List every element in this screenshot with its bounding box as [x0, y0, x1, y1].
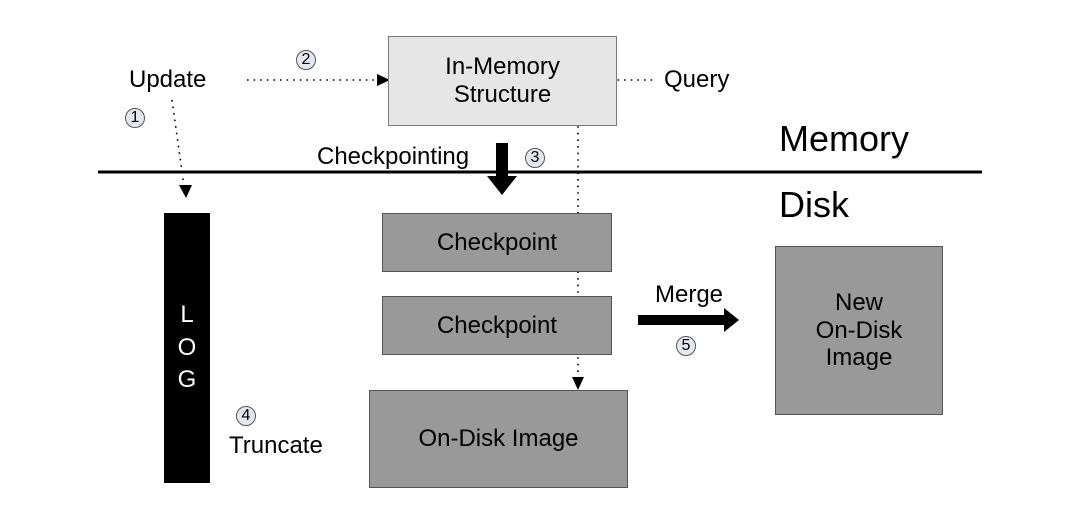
new-on-disk-image-box: New On-Disk Image: [775, 246, 943, 415]
new-on-disk-line3: Image: [825, 344, 893, 372]
checkpoint-1-label: Checkpoint: [436, 228, 558, 256]
on-disk-image-label: On-Disk Image: [418, 425, 579, 453]
step-marker-3: 3: [525, 148, 545, 168]
new-on-disk-line1: New: [834, 289, 883, 317]
query-arrowhead: [572, 377, 584, 390]
disk-region-label: Disk: [779, 184, 849, 225]
memory-region-label: Memory: [779, 118, 910, 159]
truncate-label: Truncate: [229, 432, 323, 459]
step-marker-4: 4: [236, 406, 256, 426]
in-memory-line2: Structure: [453, 81, 552, 108]
step-marker-5: 5: [676, 336, 696, 356]
checkpointing-label: Checkpointing: [317, 143, 470, 170]
log-letter-l: L: [180, 301, 194, 329]
step-marker-2: 2: [296, 50, 316, 70]
on-disk-image-box: On-Disk Image: [369, 390, 628, 488]
checkpoint-2-label: Checkpoint: [436, 311, 558, 339]
checkpoint-box-1: Checkpoint: [382, 213, 612, 272]
query-label: Query: [664, 66, 730, 93]
update-to-log-arrowhead: [179, 185, 192, 198]
update-to-memory-arrowhead: [377, 74, 390, 86]
checkpoint-box-2: Checkpoint: [382, 296, 612, 355]
merge-arrow-shaft: [638, 315, 726, 325]
log-letter-g: G: [177, 366, 197, 394]
checkpointing-arrow-shaft: [496, 143, 508, 177]
merge-arrowhead: [724, 308, 739, 332]
in-memory-line1: In-Memory: [445, 53, 560, 81]
log-bar: L O G: [164, 213, 210, 483]
merge-label: Merge: [655, 281, 724, 308]
log-letter-o: O: [177, 333, 197, 361]
new-on-disk-line2: On-Disk: [815, 316, 903, 344]
update-label: Update: [129, 66, 207, 93]
in-memory-structure-box: In-Memory Structure: [388, 36, 617, 126]
checkpointing-arrowhead: [487, 176, 517, 195]
update-to-log-arrow: [171, 99, 185, 187]
step-marker-1: 1: [125, 108, 145, 128]
